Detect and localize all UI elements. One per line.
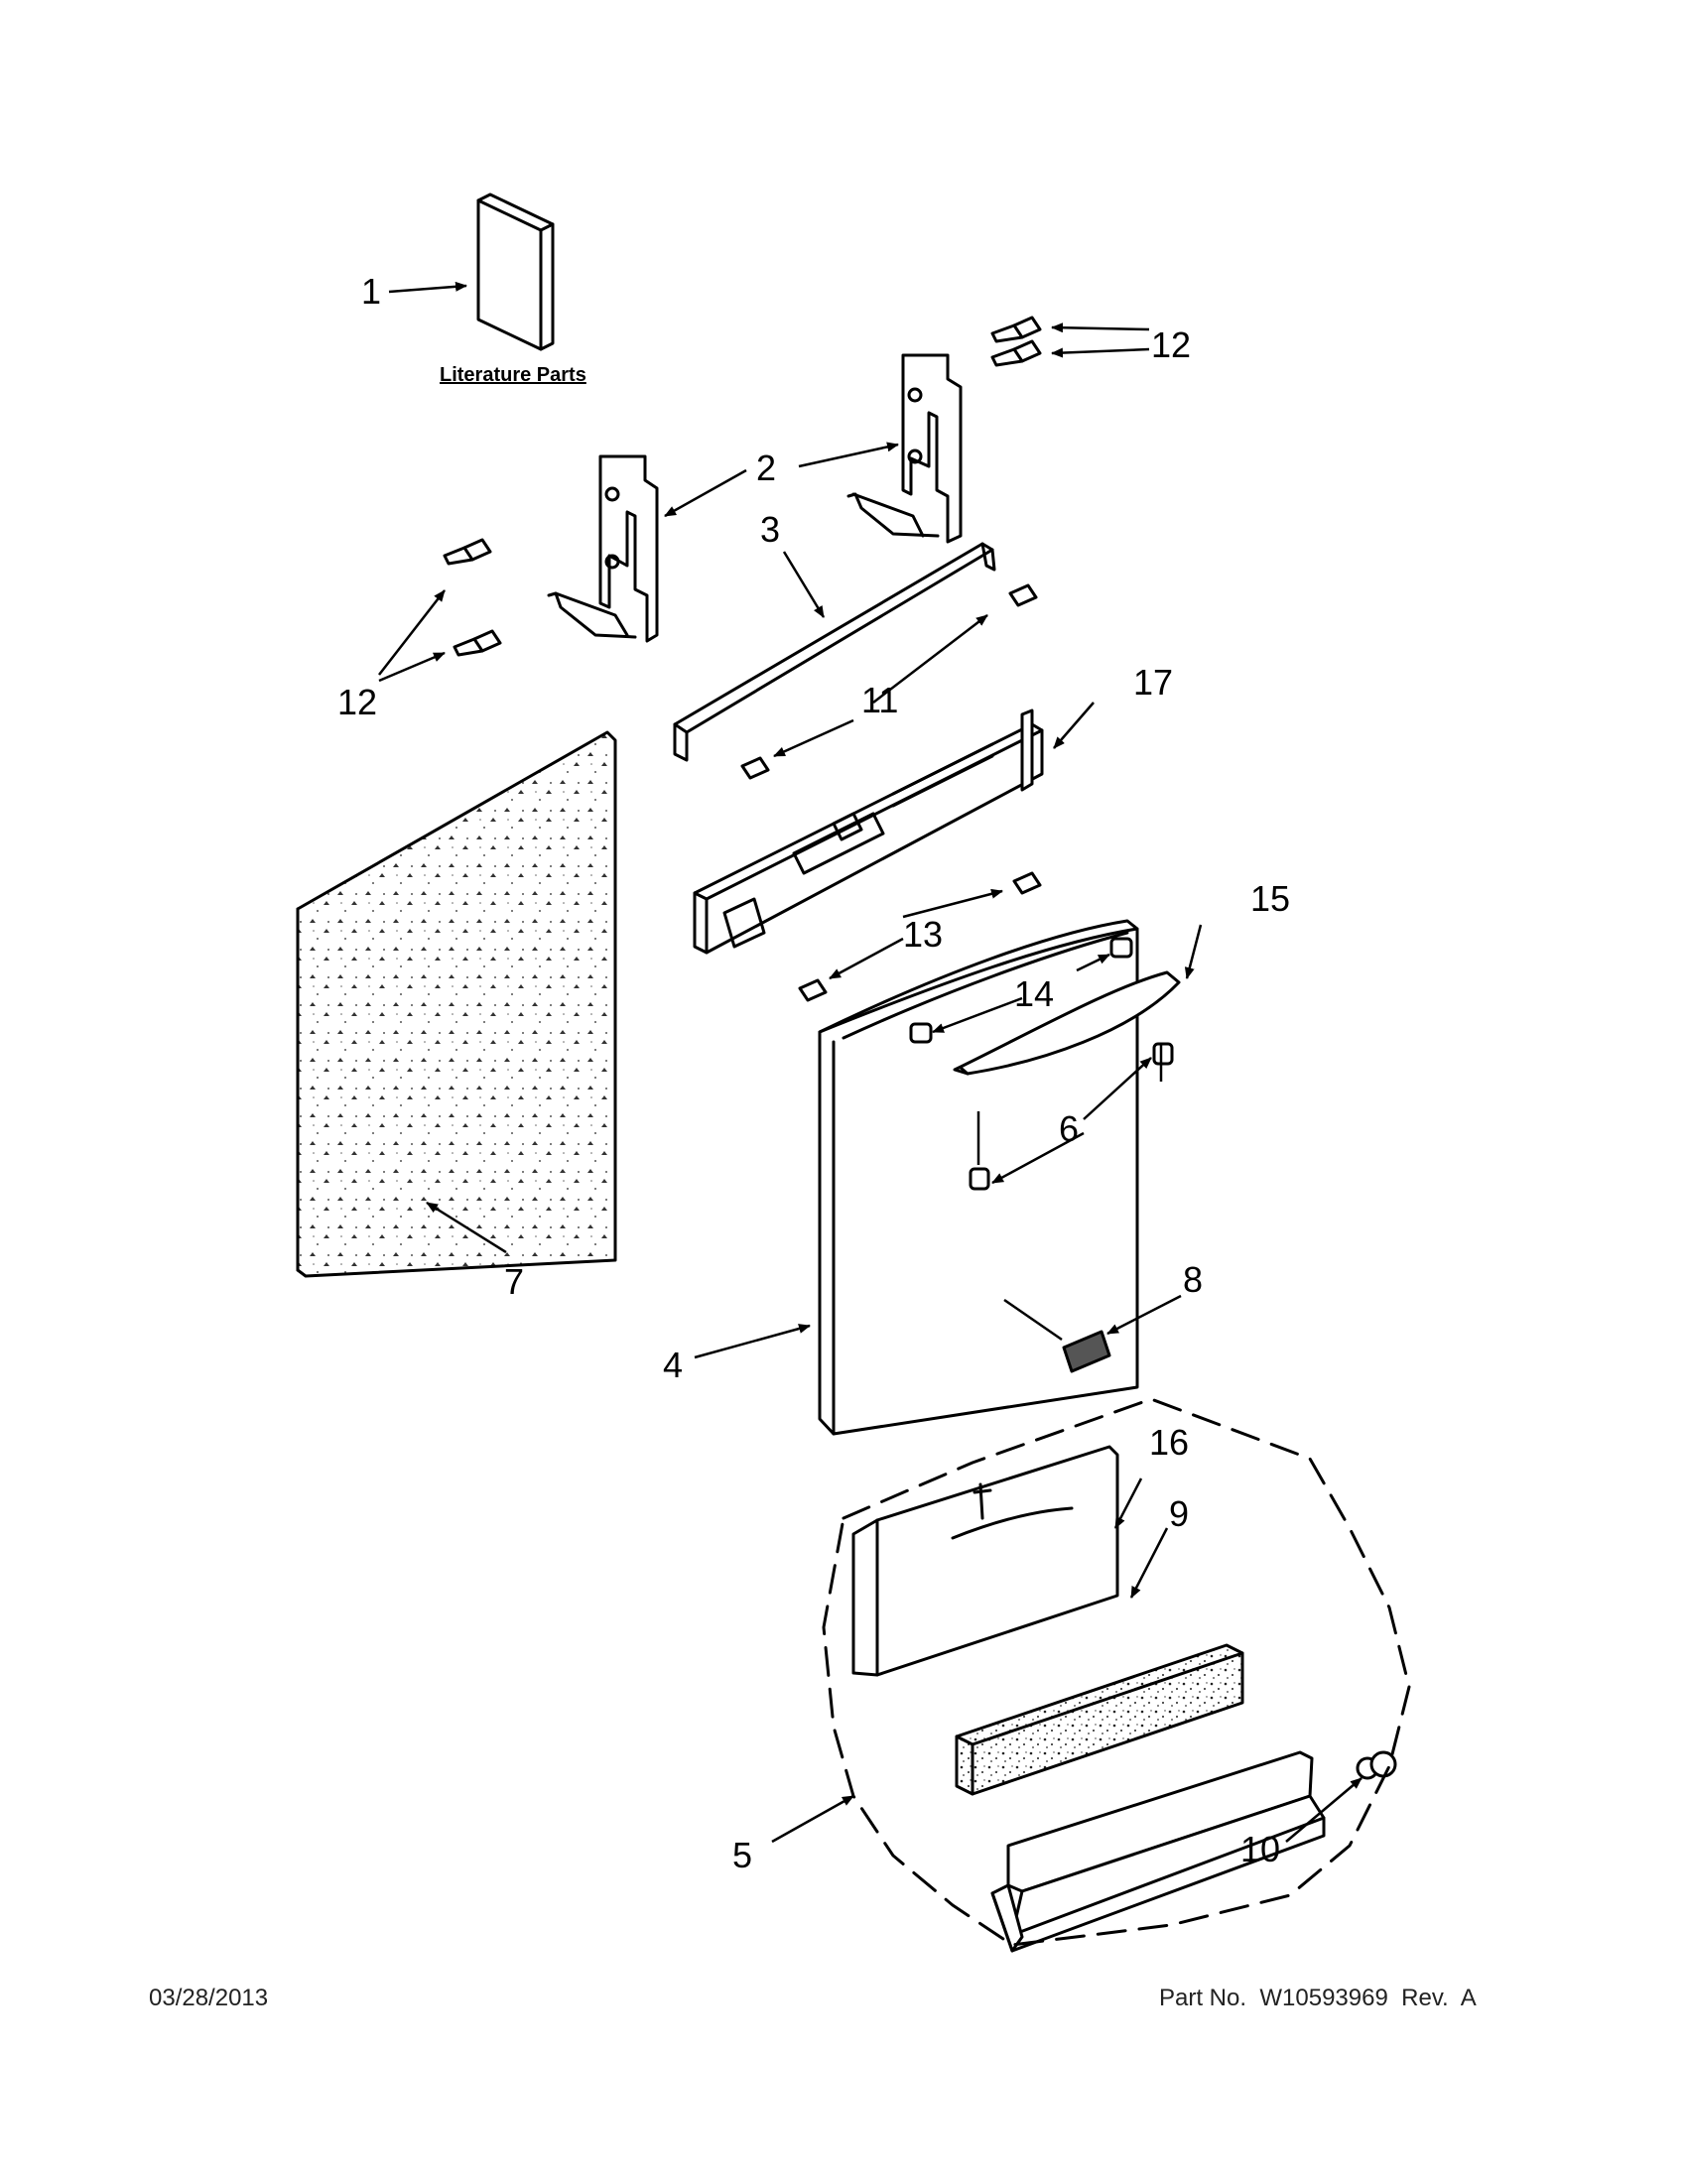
- spacer-14-a: [1109, 937, 1133, 959]
- inner-door-panel: [296, 730, 617, 1278]
- callout-16: 16: [1149, 1422, 1189, 1463]
- callout-7: 7: [504, 1261, 524, 1302]
- callout-4: 4: [663, 1345, 683, 1385]
- callout-3: 3: [760, 509, 780, 550]
- spacer-14-b: [909, 1022, 933, 1044]
- callout-11: 11: [861, 680, 898, 720]
- callout-12-right: 12: [1151, 324, 1191, 365]
- callout-15: 15: [1250, 878, 1290, 919]
- callout-17: 17: [1133, 662, 1173, 703]
- top-trim-bar: [673, 542, 996, 762]
- footer-date: 03/28/2013: [149, 1985, 269, 2011]
- door-handle: [953, 970, 1181, 1076]
- screw-13-b: [798, 978, 828, 1002]
- callout-13: 13: [903, 914, 943, 955]
- badge: [1062, 1330, 1111, 1373]
- insulation-strip: [955, 1643, 1244, 1796]
- spacer-6-b: [969, 1167, 990, 1191]
- callout-12-left: 12: [337, 682, 377, 722]
- screw-12-b: [990, 339, 1042, 367]
- footer-part-number: Part No. W10593969 Rev. A: [1159, 1985, 1477, 2011]
- literature-book: [476, 193, 555, 351]
- screw-12-d: [453, 629, 502, 657]
- callout-8: 8: [1183, 1259, 1203, 1300]
- literature-parts-caption: Literature Parts: [440, 364, 586, 386]
- callout-9: 9: [1169, 1493, 1189, 1534]
- screw-11-b: [740, 756, 770, 780]
- callout-1: 1: [361, 271, 381, 312]
- toe-kick-panel: [851, 1445, 1119, 1677]
- assembly-5-outline: [822, 1397, 1411, 1947]
- callout-2: 2: [756, 448, 776, 488]
- callout-5: 5: [732, 1835, 752, 1875]
- mounting-bracket-left: [547, 454, 659, 643]
- screw-10: [1356, 1750, 1397, 1780]
- spacer-6-a: [1152, 1042, 1174, 1066]
- callout-10: 10: [1240, 1829, 1280, 1869]
- screw-13-a: [1012, 871, 1042, 895]
- mounting-bracket-right: [846, 353, 963, 544]
- callout-6: 6: [1059, 1108, 1079, 1149]
- screw-11-a: [1008, 583, 1038, 607]
- control-panel-assembly: [693, 708, 1044, 955]
- callout-14: 14: [1014, 973, 1054, 1014]
- access-panel-base: [990, 1750, 1326, 1953]
- screw-12-a: [990, 316, 1042, 343]
- screw-12-c: [443, 538, 492, 566]
